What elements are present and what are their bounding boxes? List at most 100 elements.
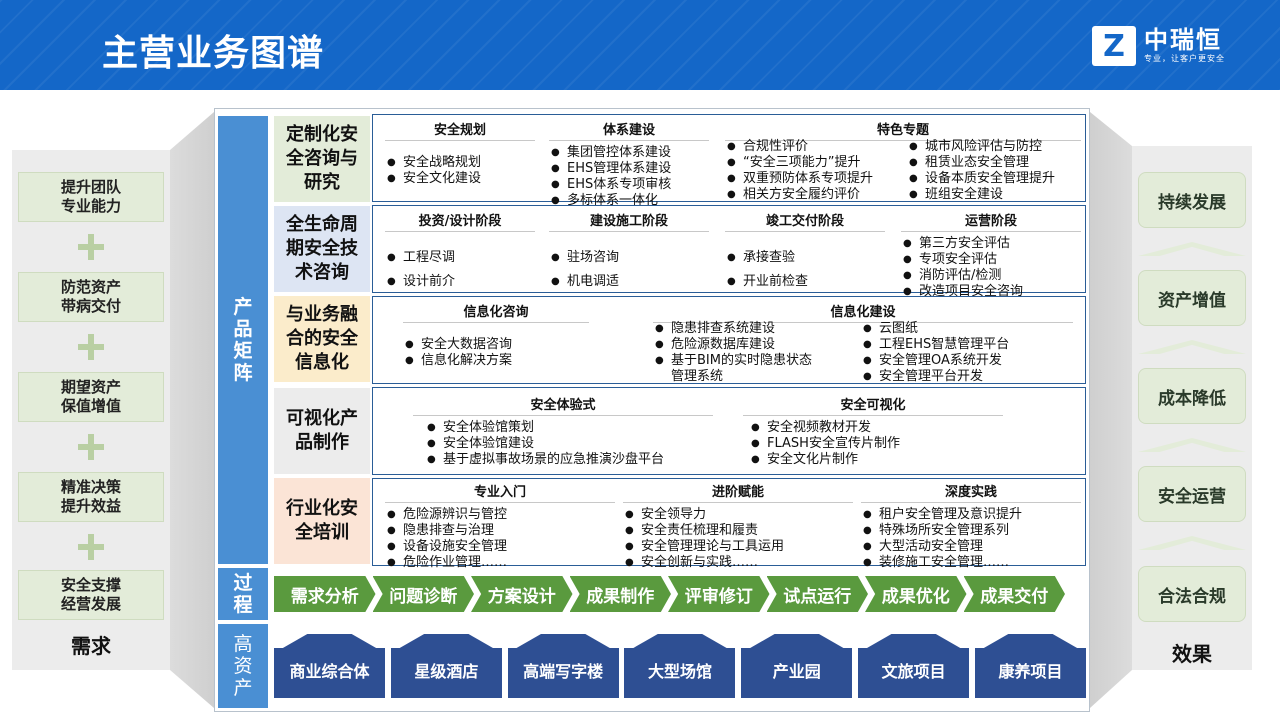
row-lifecycle: 投资/设计阶段 工程尽调 设计前介 建设施工阶段 驻场咨询 机电调适 竣工交付阶… xyxy=(372,205,1086,300)
building-roof-icon xyxy=(867,634,961,648)
row-visualization: 安全体验式 安全体验馆策划 安全体验馆建设 基于虚拟事故场景的应急推演沙盘平台 … xyxy=(372,387,1086,475)
building-roof-icon xyxy=(399,634,493,648)
column-head: 安全可视化 xyxy=(743,394,1003,416)
building-roof-icon xyxy=(282,634,377,648)
building-roof-icon xyxy=(633,634,727,648)
column: 运营阶段 第三方安全评估 专项安全评估 消防评估/检测 改造项目安全咨询 xyxy=(901,210,1081,300)
result-item: 成本降低 xyxy=(1138,368,1246,424)
process-flow: 需求分析 问题诊断 方案设计 成果制作 评审修订 试点运行 成果优化 成果交付 xyxy=(274,576,1086,612)
asset-base xyxy=(274,692,385,698)
category-consulting: 定制化安 全咨询与 研究 xyxy=(274,116,370,202)
asset-base xyxy=(741,692,853,698)
column-head: 体系建设 xyxy=(549,119,709,141)
asset-base xyxy=(858,692,970,698)
asset-label: 文旅项目 xyxy=(858,648,970,692)
list-item: EHS体系专项审核 xyxy=(549,177,709,193)
need-item: 安全支撑 经营发展 xyxy=(18,570,164,620)
plus-icon xyxy=(78,434,104,460)
list-item: EHS管理体系建设 xyxy=(549,161,709,177)
process-strip: 过 程 xyxy=(218,568,268,620)
list-item: 消防评估/检测 xyxy=(901,268,1081,284)
list-item: 安全文化片制作 xyxy=(749,452,1003,468)
result-item: 安全运营 xyxy=(1138,466,1246,522)
list-item: 工程尽调 xyxy=(385,246,535,270)
column-head: 信息化建设 xyxy=(653,301,1073,323)
list-item: 多标体系一体化 xyxy=(549,193,709,209)
list-item: 隐患排查系统建设 xyxy=(653,321,853,337)
column-head: 运营阶段 xyxy=(901,210,1081,232)
list-item: 安全管理OA系统开发 xyxy=(861,353,1071,369)
row-training: 专业入门 危险源辨识与管控 隐患排查与治理 设备设施安全管理 危险作业管理…… … xyxy=(372,478,1086,571)
column: 安全可视化 安全视频教材开发 FLASH安全宣传片制作 安全文化片制作 xyxy=(743,394,1003,468)
list-item: 相关方安全履约评价 xyxy=(725,187,901,203)
list-item: 危险源辨识与管控 xyxy=(385,507,615,523)
list-item: 城市风险评估与防控 xyxy=(907,139,1083,155)
company-logo: Z 中瑞恒 专业，让客户更安全 xyxy=(1092,26,1225,66)
process-step: 评审修订 xyxy=(668,576,770,612)
column-head: 建设施工阶段 xyxy=(549,210,709,232)
plus-icon xyxy=(78,234,104,260)
list-item: FLASH安全宣传片制作 xyxy=(749,436,1003,452)
need-item: 防范资产 带病交付 xyxy=(18,272,164,322)
asset-label: 产业园 xyxy=(741,648,853,692)
strip-char: 产 xyxy=(233,677,253,699)
list-item: 装修施工安全管理…… xyxy=(861,555,1081,571)
building-roof-icon xyxy=(516,634,610,648)
process-step: 成果制作 xyxy=(569,576,671,612)
list-item: 管理系统 xyxy=(671,369,724,384)
plus-icon xyxy=(78,534,104,560)
column: 合规性评价 “安全三项能力”提升 双重预防体系专项提升 相关方安全履约评价 xyxy=(725,139,901,203)
results-panel-bevel xyxy=(1090,112,1132,708)
list-item: 安全文化建设 xyxy=(385,171,535,187)
asset-item: 高端写字楼 xyxy=(507,634,619,700)
asset-base xyxy=(507,692,619,698)
list-item: 安全大数据咨询 xyxy=(403,337,589,353)
asset-label: 康养项目 xyxy=(974,648,1086,692)
column-head: 安全规划 xyxy=(385,119,535,141)
list-item: 设备设施安全管理 xyxy=(385,539,615,555)
asset-label: 星级酒店 xyxy=(390,648,502,692)
list-item: 基于虚拟事故场景的应急推演沙盘平台 xyxy=(425,452,713,468)
needs-label: 需求 xyxy=(71,634,111,658)
column-head: 深度实践 xyxy=(861,481,1081,503)
column: 特色专题 xyxy=(725,119,1081,145)
asset-item: 产业园 xyxy=(741,634,853,700)
asset-base xyxy=(624,692,736,698)
list-item: 大型活动安全管理 xyxy=(861,539,1081,555)
process-step: 问题诊断 xyxy=(372,576,474,612)
strip-char: 高 xyxy=(233,633,253,655)
need-item: 期望资产 保值增值 xyxy=(18,372,164,422)
result-item: 持续发展 xyxy=(1138,172,1246,228)
column: 建设施工阶段 驻场咨询 机电调适 xyxy=(549,210,709,294)
building-roof-icon xyxy=(983,634,1078,648)
list-item: 危险源数据库建设 xyxy=(653,337,853,353)
list-item: 基于BIM的实时隐患状态 xyxy=(653,353,853,369)
column: 体系建设 集团管控体系建设 EHS管理体系建设 EHS体系专项审核 多标体系一体… xyxy=(549,119,709,209)
list-item: 安全战略规划 xyxy=(385,155,535,171)
row-consulting: 安全规划 安全战略规划 安全文化建设 体系建设 集团管控体系建设 EHS管理体系… xyxy=(372,114,1086,209)
list-item: 租赁业态安全管理 xyxy=(907,155,1083,171)
asset-label: 高端写字楼 xyxy=(507,648,619,692)
column-head: 竣工交付阶段 xyxy=(725,210,885,232)
category-visualization: 可视化产 品制作 xyxy=(274,388,370,474)
list-item: 集团管控体系建设 xyxy=(549,145,709,161)
category-informatization: 与业务融 合的安全 信息化 xyxy=(274,296,370,382)
list-item: 工程EHS智慧管理平台 xyxy=(861,337,1071,353)
logo-mark-icon: Z xyxy=(1092,26,1136,66)
strip-char: 资 xyxy=(233,655,253,677)
asset-item: 文旅项目 xyxy=(858,634,970,700)
list-item: 安全责任梳理和履责 xyxy=(623,523,853,539)
process-step: 方案设计 xyxy=(471,576,573,612)
process-step: 试点运行 xyxy=(766,576,868,612)
strip-char: 程 xyxy=(233,594,253,616)
asset-types: 商业综合体 星级酒店 高端写字楼 大型场馆 产业园 文旅项目 康养项目 xyxy=(274,634,1086,700)
list-item: 安全视频教材开发 xyxy=(749,420,1003,436)
column-head: 信息化咨询 xyxy=(403,301,589,323)
column: 深度实践 租户安全管理及意识提升 特殊场所安全管理系列 大型活动安全管理 装修施… xyxy=(861,481,1081,571)
list-item: 安全领导力 xyxy=(623,507,853,523)
column: 投资/设计阶段 工程尽调 设计前介 xyxy=(385,210,535,294)
list-item: 驻场咨询 xyxy=(549,246,709,270)
column-head: 投资/设计阶段 xyxy=(385,210,535,232)
column: 专业入门 危险源辨识与管控 隐患排查与治理 设备设施安全管理 危险作业管理…… xyxy=(385,481,615,571)
column: 进阶赋能 安全领导力 安全责任梳理和履责 安全管理理论与工具运用 安全创新与实践… xyxy=(623,481,853,571)
